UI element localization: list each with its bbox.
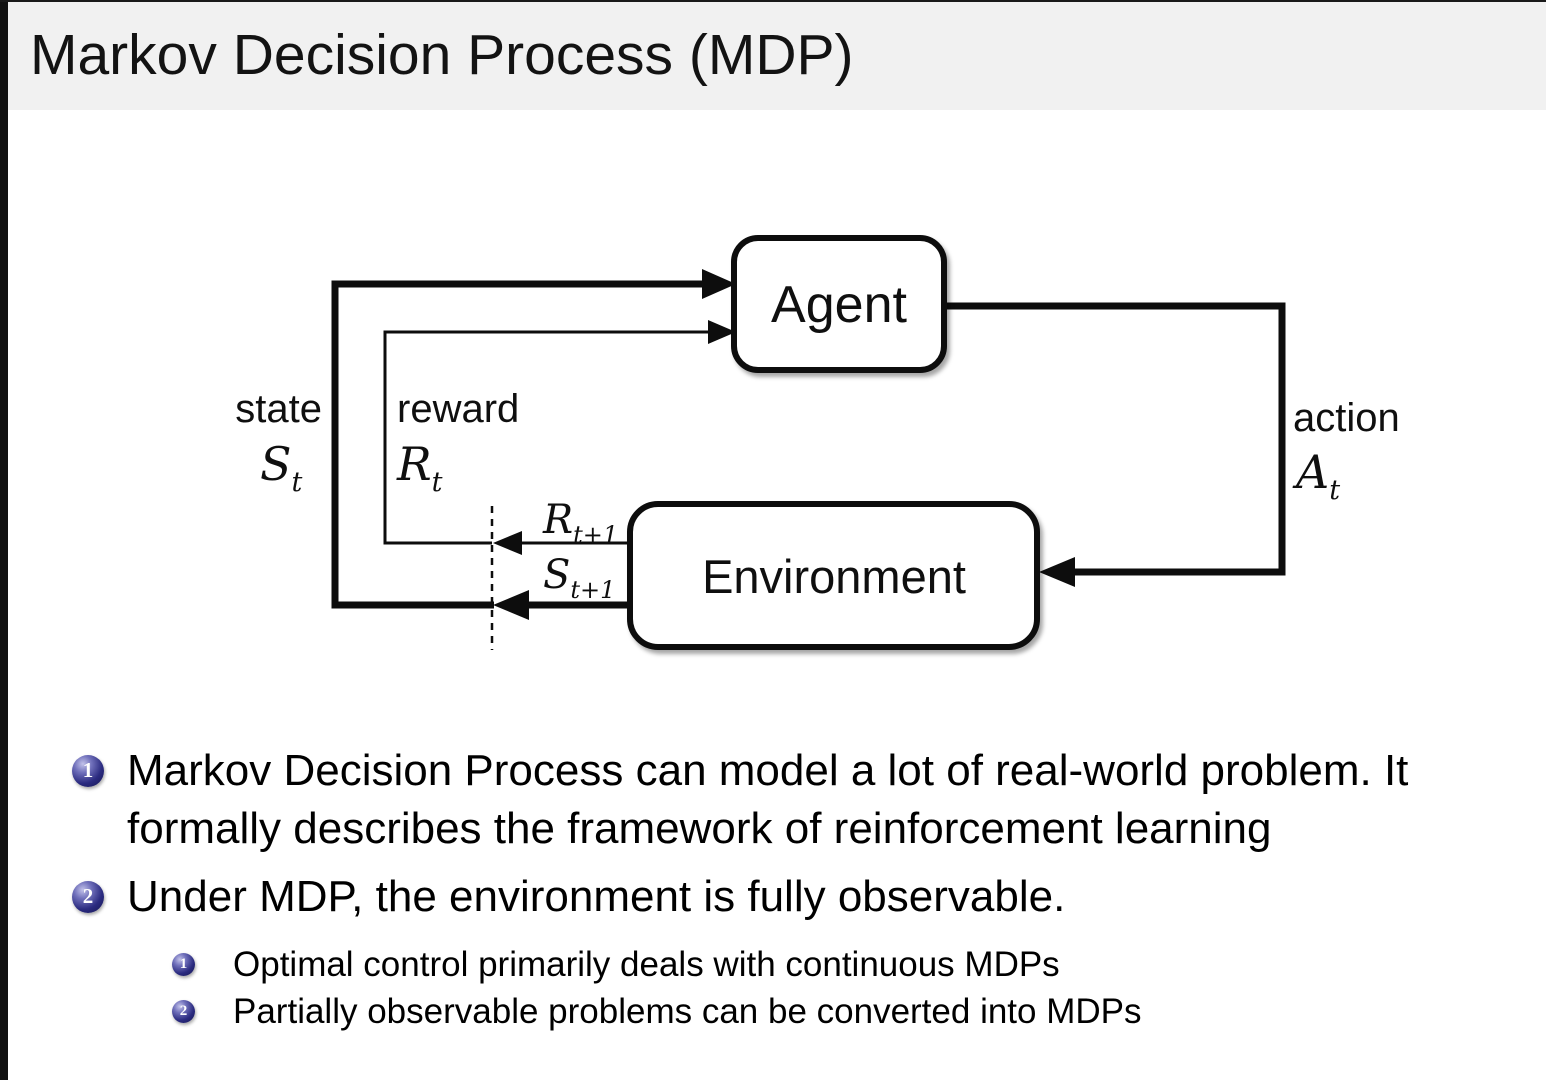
next-state-arrowhead [493, 590, 529, 620]
reward-loop-line [383, 330, 710, 545]
top-edge-border [0, 0, 1546, 2]
reward-arrowhead-into-agent [708, 320, 736, 344]
action-label: action [1293, 396, 1400, 440]
state-arrowhead-into-agent [702, 269, 736, 299]
action-arrowhead-into-environment [1039, 557, 1075, 587]
sub-bullet-2-ball: 2 [172, 1000, 195, 1023]
next-reward-symbol: Rt+1 [542, 497, 618, 549]
next-state-symbol: St+1 [543, 552, 615, 604]
next-reward-arrowhead [493, 531, 522, 555]
environment-label: Environment [702, 550, 966, 603]
action-loop-line [944, 302, 1286, 576]
page-title: Markov Decision Process (MDP) [30, 23, 854, 87]
state-label: state [235, 387, 322, 431]
environment-box [627, 501, 1040, 650]
sub-bullet-2-text: Partially observable problems can be con… [233, 992, 1142, 1031]
mdp-agent-environment-diagram: Agent Environment state St reward Rt Rt+… [235, 235, 1400, 650]
bullet-1-text: Markov Decision Process can model a lot … [127, 746, 1409, 853]
sub-bullet-1-text: Optimal control primarily deals with con… [233, 945, 1060, 984]
action-symbol: At [1292, 445, 1340, 506]
state-loop-line [331, 280, 706, 609]
agent-label: Agent [771, 276, 907, 334]
bullet-2-text: Under MDP, the environment is fully obse… [127, 872, 1066, 921]
sub-bullet-1-ball: 1 [172, 953, 195, 976]
reward-symbol: Rt [396, 437, 443, 498]
title-bar: Markov Decision Process (MDP) [0, 0, 1546, 110]
bullet-2-ball: 2 [72, 881, 104, 913]
bullet-1-ball: 1 [72, 755, 104, 787]
state-symbol: St [260, 437, 303, 498]
agent-box [731, 235, 947, 373]
reward-label: reward [397, 387, 519, 431]
left-edge-border [0, 0, 8, 1080]
